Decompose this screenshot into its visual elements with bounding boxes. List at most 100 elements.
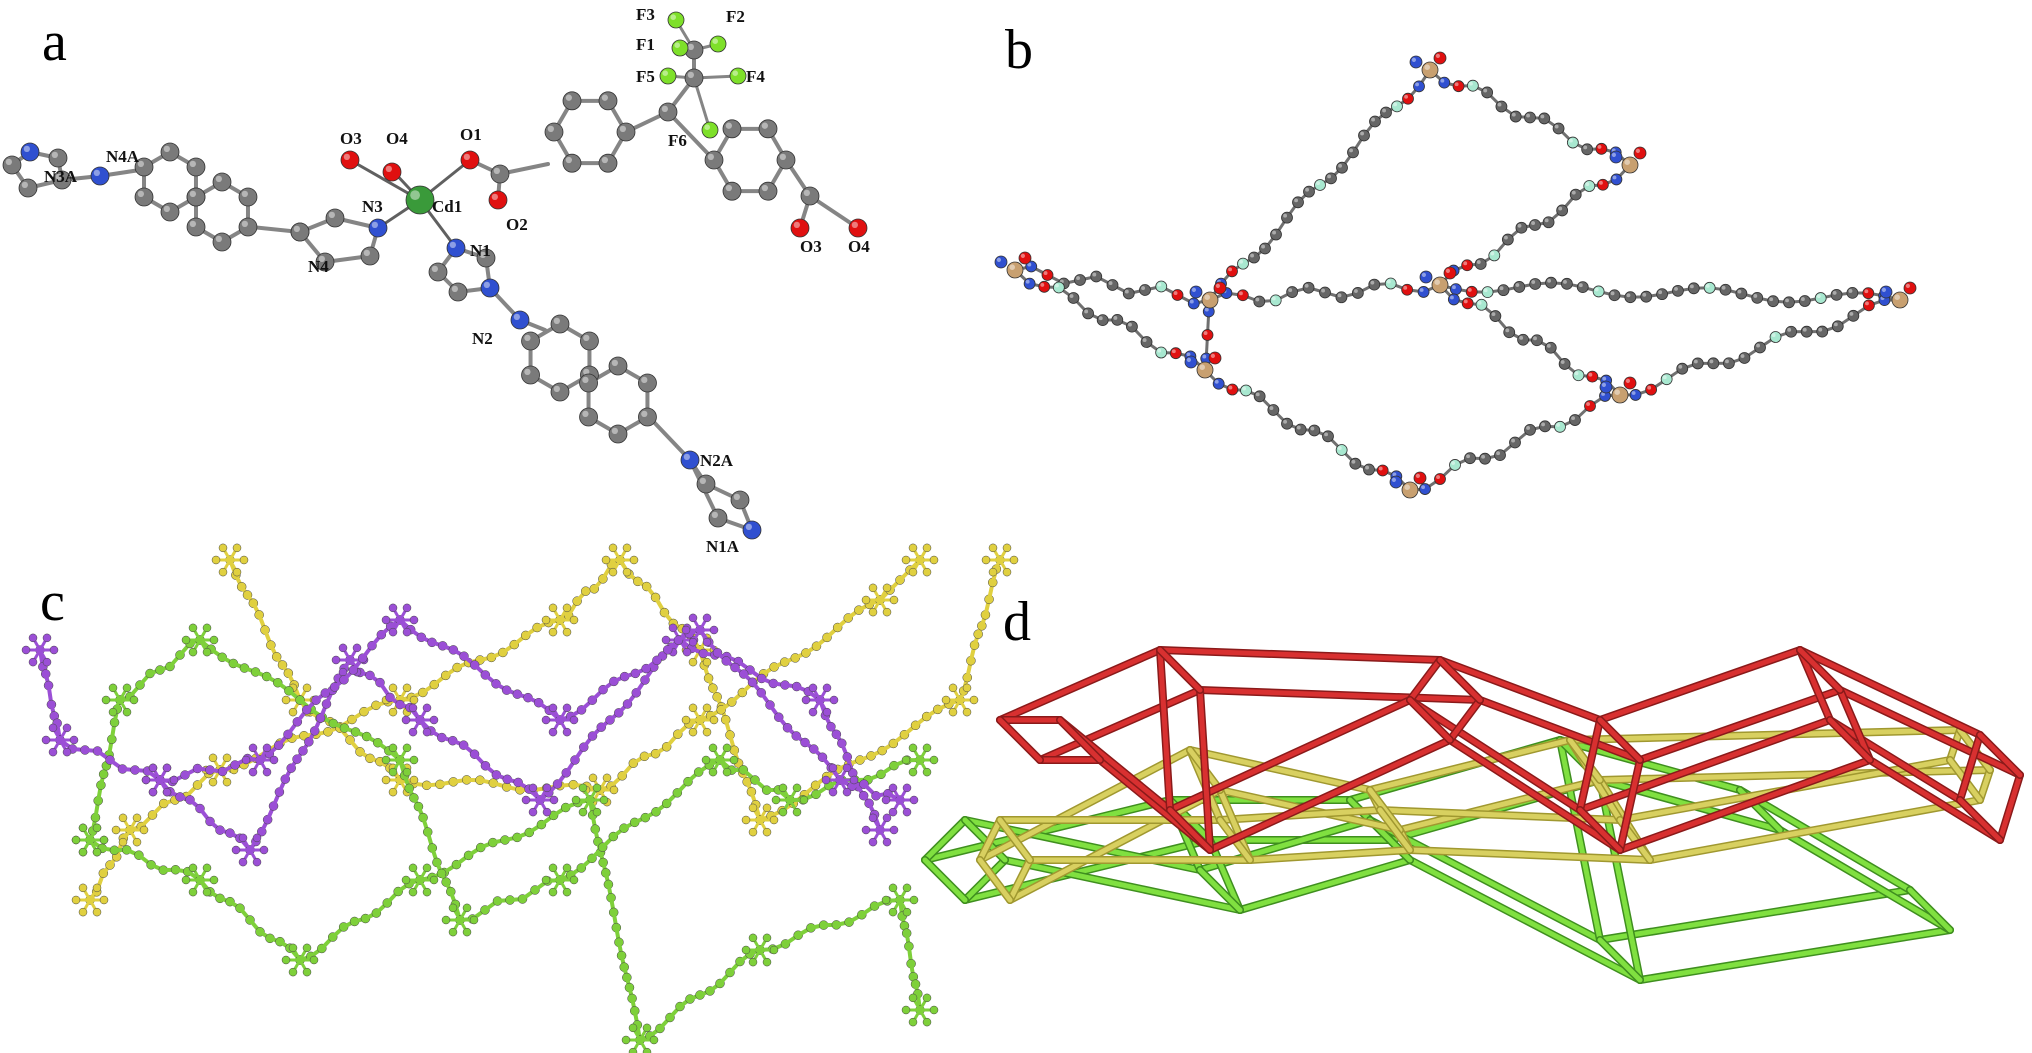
- cluster-atom: [801, 695, 811, 705]
- purple-network-2: [141, 603, 919, 817]
- frame-edge: [1977, 732, 2023, 778]
- cluster-atom: [702, 727, 712, 737]
- cluster-atom: [542, 783, 552, 793]
- cluster-atom: [901, 1005, 911, 1015]
- frame-edge: [1447, 697, 1483, 743]
- atom-highlight: [1626, 293, 1631, 298]
- atom-highlight: [1612, 175, 1617, 180]
- cluster-atom: [929, 755, 939, 765]
- cluster-atom: [352, 643, 362, 653]
- atom-highlight: [1515, 283, 1520, 287]
- chain-atom: [1583, 180, 1596, 192]
- cluster-atom: [792, 807, 802, 817]
- cluster-atom: [948, 683, 958, 693]
- chain-atom: [1302, 281, 1315, 294]
- frame-edge: [1777, 827, 1953, 933]
- chain-atom: [1139, 284, 1151, 296]
- cluster-atom: [929, 555, 939, 565]
- cluster-atom: [702, 637, 712, 647]
- atom-highlight: [449, 241, 456, 249]
- atom-highlight: [1173, 291, 1178, 296]
- cluster-atom: [208, 753, 218, 763]
- cluster-atom: [562, 703, 572, 713]
- atom-highlight: [1391, 477, 1396, 482]
- fluorine-atom: [667, 11, 685, 29]
- cluster-atom: [571, 795, 581, 805]
- chain-atom: [1738, 352, 1751, 364]
- chain-atom: [1369, 115, 1381, 128]
- carbon-atom: [238, 187, 258, 207]
- chain-atom: [1126, 320, 1138, 333]
- atom-highlight: [1171, 349, 1176, 354]
- cluster-atom: [901, 755, 911, 765]
- oxygen-atom: [382, 162, 402, 182]
- chain-atom: [1376, 464, 1389, 477]
- atom-highlight: [687, 43, 694, 50]
- chain-atom: [1751, 291, 1764, 304]
- atom-label: N2: [472, 329, 493, 348]
- chain-atom: [1524, 111, 1536, 124]
- atom-highlight: [215, 235, 223, 243]
- cluster-atom: [118, 837, 128, 847]
- nitrogen-atom: [90, 166, 110, 186]
- atom-highlight: [1647, 385, 1652, 390]
- chain-atom: [1560, 277, 1573, 290]
- cluster-atom: [99, 835, 109, 845]
- frame-edge: [1437, 657, 1603, 723]
- carbon-atom: [360, 246, 380, 266]
- chain-atom: [1847, 309, 1860, 322]
- chain-atom: [1481, 86, 1494, 99]
- atom-highlight: [1337, 293, 1342, 298]
- cluster-atom: [202, 647, 212, 657]
- atom-label: O3: [340, 129, 362, 148]
- cluster-atom: [409, 755, 419, 765]
- atom-highlight: [1084, 309, 1089, 314]
- cluster-atom: [722, 767, 732, 777]
- chain-atom: [1267, 404, 1280, 416]
- chain-atom: [1122, 287, 1135, 300]
- carbon-atom: [186, 217, 206, 237]
- cluster-atom: [888, 783, 898, 793]
- atom-highlight: [761, 184, 768, 192]
- atom-highlight: [1601, 382, 1606, 387]
- cluster-atom: [269, 755, 279, 765]
- atom-highlight: [1404, 94, 1408, 99]
- atom-highlight: [1574, 371, 1579, 376]
- atom-highlight: [1434, 279, 1440, 286]
- cluster-atom: [988, 567, 998, 577]
- cluster-atom: [778, 783, 788, 793]
- chain-atom: [1052, 281, 1065, 294]
- chain-atom: [1452, 80, 1465, 93]
- frame-edge: [1217, 807, 1383, 823]
- chain-atom: [1610, 173, 1623, 186]
- chain-atom: [1576, 281, 1589, 294]
- atom-highlight: [1658, 290, 1663, 295]
- carbon-atom: [476, 248, 496, 268]
- cluster-atom: [881, 795, 891, 805]
- atom-highlight: [1466, 454, 1470, 459]
- atom-highlight: [1569, 138, 1573, 143]
- atom-highlight: [163, 145, 171, 153]
- carbon-atom: [598, 91, 618, 111]
- chain-atom: [1862, 287, 1875, 300]
- atom-highlight: [779, 153, 786, 161]
- chain-atom: [1294, 423, 1307, 436]
- cluster-atom: [408, 703, 418, 713]
- frame-edge: [1367, 787, 1403, 833]
- atom-highlight: [524, 368, 531, 375]
- cluster-atom: [148, 763, 158, 773]
- cluster-atom: [422, 863, 432, 873]
- cluster-atom: [569, 875, 579, 885]
- cluster-atom: [108, 707, 118, 717]
- atom-highlight: [1526, 113, 1530, 118]
- atom-highlight: [5, 158, 12, 166]
- chain-atom: [1226, 383, 1239, 396]
- cluster-atom: [541, 715, 551, 725]
- atom-highlight: [1255, 392, 1260, 397]
- cluster-atom: [601, 555, 611, 565]
- frame-edge: [1837, 687, 2023, 778]
- atom-highlight: [491, 193, 498, 201]
- atom-highlight: [1424, 64, 1430, 70]
- nitrogen-atom: [1189, 285, 1203, 299]
